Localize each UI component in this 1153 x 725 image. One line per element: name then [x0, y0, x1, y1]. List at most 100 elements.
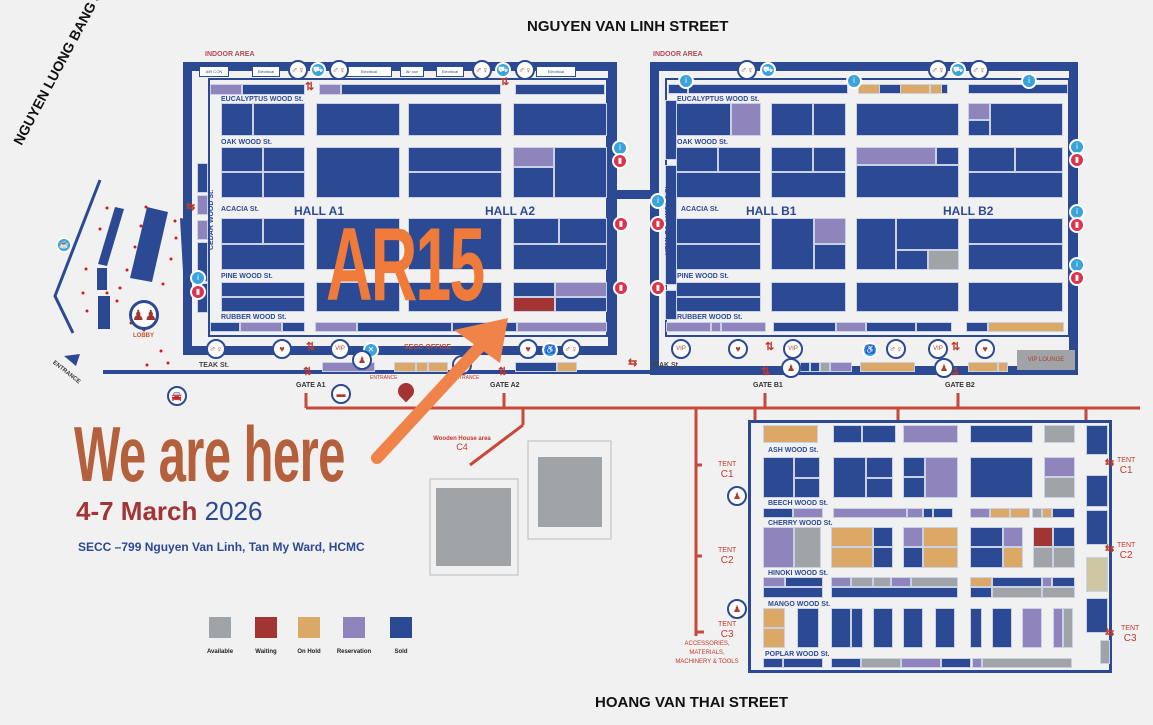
booth-onhold[interactable]: [557, 362, 577, 372]
booth-sold[interactable]: [896, 250, 928, 270]
booth-sold[interactable]: [968, 218, 1063, 244]
booth-sold[interactable]: [968, 244, 1063, 270]
booth-sold[interactable]: [866, 457, 893, 478]
booth-sold[interactable]: [831, 608, 851, 648]
booth-sold[interactable]: [941, 658, 971, 668]
gate-b1[interactable]: GATE B1: [753, 382, 783, 389]
booth-sold[interactable]: [282, 322, 305, 332]
booth-reservation[interactable]: [721, 322, 766, 332]
booth-sold[interactable]: [933, 508, 953, 518]
booth-sold[interactable]: [316, 282, 400, 312]
booth-sold[interactable]: [263, 218, 305, 244]
booth-sold[interactable]: [783, 658, 823, 668]
booth-sold[interactable]: [794, 457, 820, 478]
booth-reservation[interactable]: [1022, 608, 1042, 648]
booth-onhold[interactable]: [1003, 547, 1023, 568]
booth-sold[interactable]: [408, 103, 502, 136]
booth-sold[interactable]: [813, 103, 846, 136]
booth-sold[interactable]: [896, 218, 959, 250]
booth-reservation[interactable]: [210, 84, 242, 95]
booth-onhold[interactable]: [998, 362, 1008, 372]
booth-sold[interactable]: [1086, 510, 1108, 545]
booth-reservation[interactable]: [1044, 457, 1075, 477]
booth-onhold[interactable]: [860, 362, 915, 372]
booth-reservation[interactable]: [830, 362, 852, 372]
booth-sold[interactable]: [513, 244, 607, 270]
booth-sold[interactable]: [197, 163, 208, 193]
booth-available[interactable]: [1053, 547, 1075, 568]
booth-onhold[interactable]: [416, 362, 428, 372]
booth-sold[interactable]: [771, 103, 813, 136]
booth-sold[interactable]: [833, 457, 866, 498]
booth-sold[interactable]: [221, 218, 263, 244]
booth-sold[interactable]: [515, 84, 605, 95]
booth-waiting[interactable]: [513, 297, 555, 312]
booth-sold[interactable]: [771, 282, 846, 312]
booth-onhold[interactable]: [988, 322, 1064, 332]
booth-sold[interactable]: [856, 282, 959, 312]
gate-a1[interactable]: GATE A1: [296, 382, 326, 389]
booth-sold[interactable]: [856, 103, 959, 136]
booth-sold[interactable]: [970, 527, 1003, 547]
booth-sold[interactable]: [676, 218, 761, 244]
booth-available[interactable]: [820, 362, 830, 372]
booth-sold[interactable]: [763, 658, 783, 668]
booth-reservation[interactable]: [793, 508, 823, 518]
booth-available[interactable]: [928, 250, 959, 270]
booth-sold[interactable]: [221, 147, 263, 172]
booth-sold[interactable]: [718, 147, 761, 172]
booth-sold[interactable]: [970, 587, 992, 598]
booth-sold[interactable]: [676, 103, 731, 136]
booth-sold[interactable]: [1053, 527, 1075, 547]
booth-reservation[interactable]: [891, 577, 911, 587]
booth-sold[interactable]: [856, 218, 896, 270]
booth-sold[interactable]: [992, 608, 1012, 648]
booth-sold[interactable]: [1086, 598, 1108, 633]
booth-sold[interactable]: [873, 527, 893, 547]
booth-highlight-ar15[interactable]: AR15: [326, 207, 485, 323]
booth-sold[interactable]: [862, 425, 896, 443]
booth-sold[interactable]: [771, 172, 846, 198]
booth-reservation[interactable]: [197, 220, 208, 240]
booth-available[interactable]: [992, 587, 1042, 598]
booth-sold[interactable]: [221, 103, 253, 136]
booth-sold[interactable]: [408, 218, 502, 270]
booth-sold[interactable]: [408, 147, 502, 172]
booth-sold[interactable]: [1052, 508, 1075, 518]
booth-available[interactable]: [1042, 587, 1075, 598]
booth-sold[interactable]: [903, 608, 923, 648]
booth-sold[interactable]: [797, 608, 819, 648]
booth-onhold[interactable]: [831, 527, 873, 547]
booth-sold[interactable]: [676, 172, 761, 198]
booth-sold[interactable]: [903, 547, 923, 568]
booth-reservation[interactable]: [1003, 527, 1023, 547]
booth-sold[interactable]: [970, 425, 1033, 443]
booth-onhold[interactable]: [394, 362, 416, 372]
booth-sold[interactable]: [763, 457, 794, 498]
booth-onhold[interactable]: [1042, 508, 1052, 518]
booth-onhold[interactable]: [923, 527, 958, 547]
booth-sold[interactable]: [966, 322, 988, 332]
booth-onhold[interactable]: [763, 608, 785, 628]
booth-reservation[interactable]: [831, 577, 851, 587]
booth-sold[interactable]: [992, 577, 1042, 587]
booth-reservation[interactable]: [763, 527, 794, 568]
booth-sold[interactable]: [856, 165, 959, 198]
booth-sold[interactable]: [916, 322, 952, 332]
booth-available[interactable]: [794, 527, 821, 568]
booth-sold[interactable]: [341, 84, 501, 95]
booth-onhold[interactable]: [831, 547, 873, 568]
booth-reservation[interactable]: [197, 195, 208, 215]
booth-sold[interactable]: [221, 282, 305, 297]
booth-reservation[interactable]: [517, 322, 607, 332]
booth-reservation[interactable]: [970, 508, 990, 518]
gate-a2[interactable]: GATE A2: [490, 382, 520, 389]
booth-sold[interactable]: [513, 103, 607, 136]
booth-onhold[interactable]: [763, 425, 818, 443]
booth-reservation[interactable]: [240, 322, 282, 332]
booth-sold[interactable]: [316, 218, 400, 270]
